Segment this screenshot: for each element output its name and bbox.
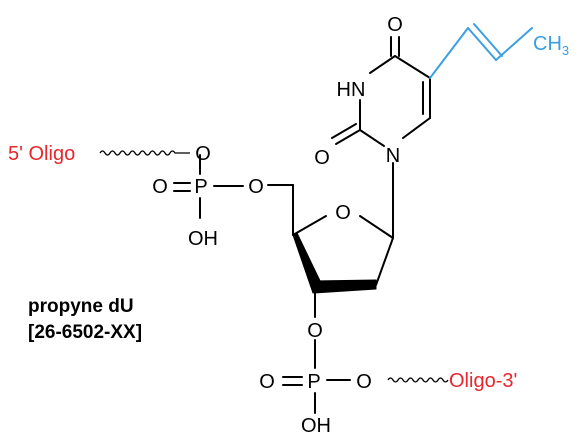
hn-atom: HN [337, 79, 366, 101]
methyl-subscript: 3 [562, 43, 569, 58]
o3-atom: O [307, 320, 323, 342]
p3-hydroxyl-atom: OH [301, 415, 331, 434]
ring-oxygen-atom: O [335, 202, 351, 224]
oxo-top-atom: O [387, 14, 403, 36]
methyl-main: CH [533, 33, 562, 55]
wedge-bonds [292, 232, 377, 294]
p3-oxo-atom: O [259, 371, 275, 393]
catalog-number: [26-6502-XX] [28, 322, 143, 343]
compound-caption: propyne dU [26-6502-XX] [28, 294, 142, 346]
p3-bridge-oxygen-atom: O [356, 371, 372, 393]
p5-atom: P [194, 176, 207, 198]
n1-atom: N [386, 145, 400, 167]
oligo-3-prime-label: Oligo-3' [449, 370, 517, 392]
propyne-bonds [429, 23, 533, 79]
p5-oxo-atom: O [152, 176, 168, 198]
bond-lines [173, 36, 431, 414]
p5-bridge-oxygen-atom: O [195, 143, 211, 165]
oxo-left-atom: O [314, 147, 330, 169]
o5-atom: O [248, 176, 264, 198]
oligo-5-prime-label: 5' Oligo [8, 143, 75, 165]
methyl-label: CH3 [533, 33, 569, 58]
compound-name: propyne dU [28, 296, 134, 317]
p5-hydroxyl-atom: OH [188, 228, 218, 250]
p3-atom: P [307, 371, 320, 393]
wavy-bonds [99, 150, 449, 383]
